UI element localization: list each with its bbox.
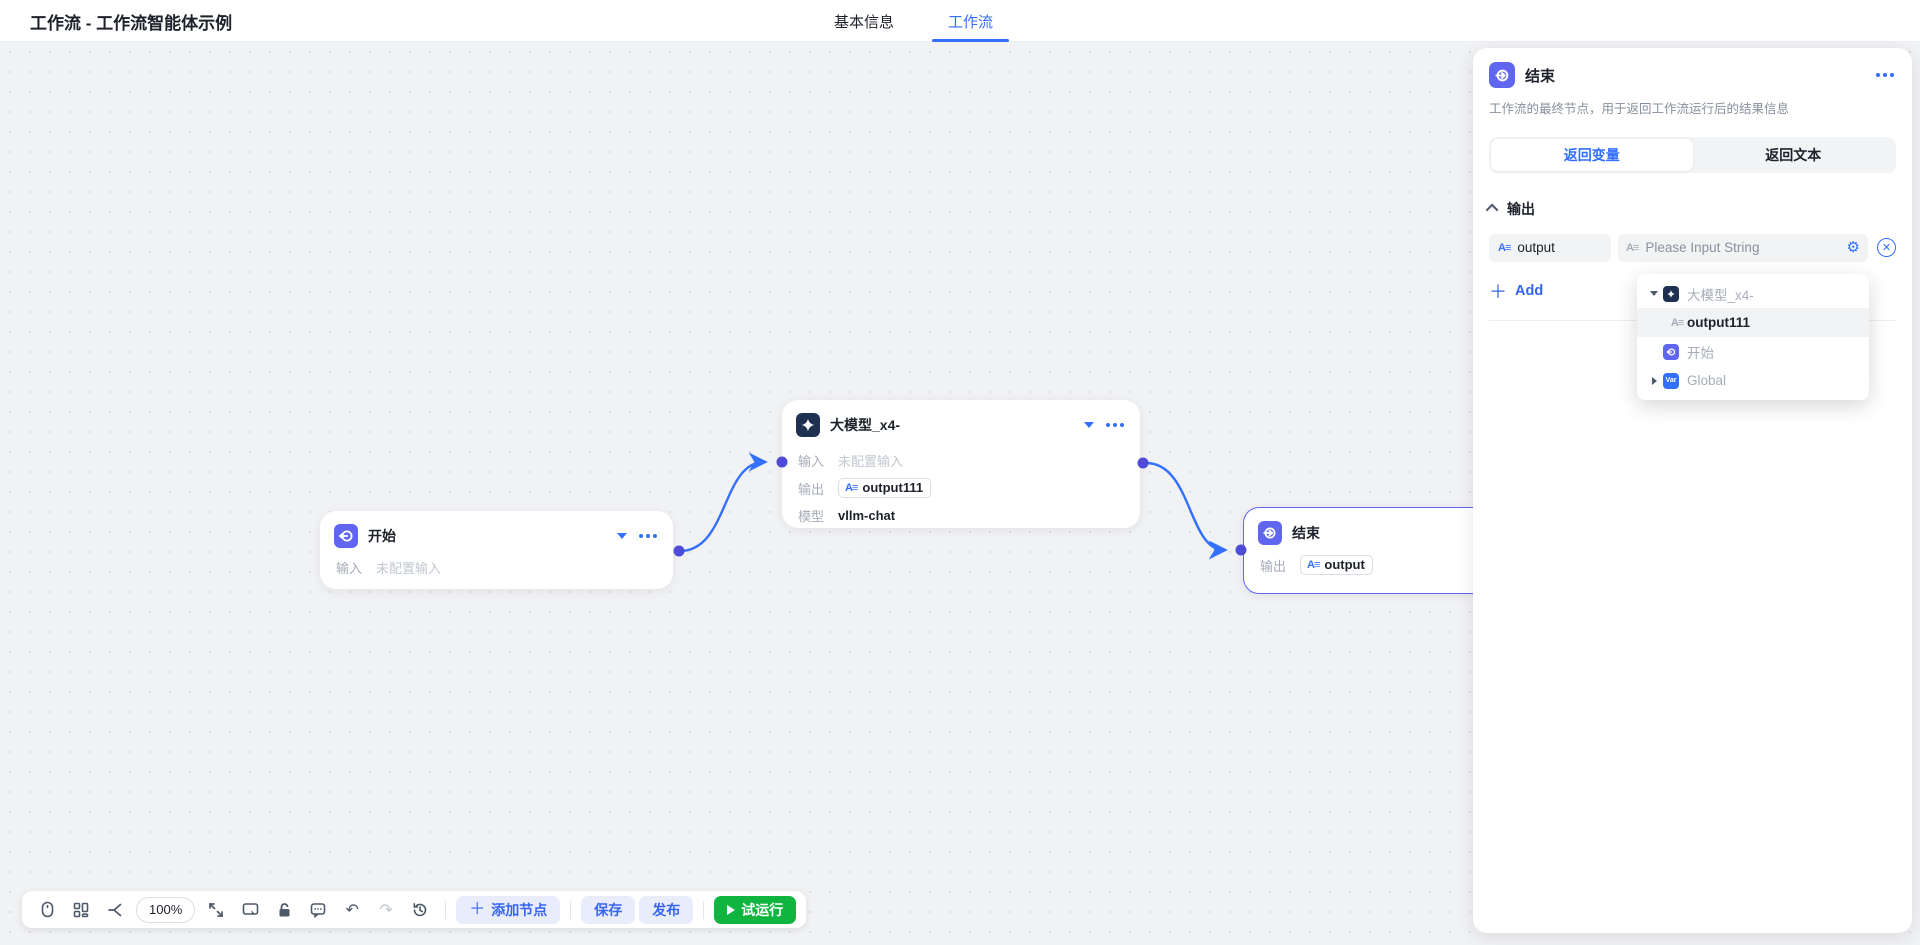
toolbar-divider — [703, 901, 704, 919]
history-icon[interactable] — [405, 896, 435, 924]
play-icon — [727, 905, 735, 915]
panel-more-menu-icon[interactable] — [1874, 69, 1896, 81]
tab-basic-info[interactable]: 基本信息 — [830, 0, 898, 42]
node-start[interactable]: 开始 输入 未配置输入 — [320, 511, 673, 589]
start-node-icon — [334, 524, 358, 548]
output-variable-tag[interactable]: A≡ output — [1300, 555, 1373, 575]
model-label: 模型 — [798, 506, 824, 525]
minimap-icon[interactable] — [235, 896, 265, 924]
output-label: 输出 — [1260, 556, 1286, 575]
output-variable-tag[interactable]: A≡ output111 — [838, 478, 931, 498]
output-variable-name: output — [1324, 557, 1364, 572]
end-node-icon — [1489, 62, 1515, 88]
remove-output-icon[interactable]: ✕ — [1877, 238, 1896, 257]
plus-icon: ＋ — [469, 902, 485, 918]
toolbar-divider — [570, 901, 571, 919]
comment-icon[interactable] — [303, 896, 333, 924]
output-name-value: output — [1517, 240, 1555, 255]
start-node-icon — [1663, 344, 1679, 360]
llm-node-icon — [1663, 286, 1679, 302]
add-node-button[interactable]: ＋ 添加节点 — [456, 896, 560, 924]
more-menu-icon[interactable] — [637, 530, 659, 542]
caret-right-icon[interactable] — [1652, 377, 1657, 385]
dropdown-item-llm-node[interactable]: 大模型_x4- — [1637, 279, 1869, 308]
panel-description: 工作流的最终节点，用于返回工作流运行后的结果信息 — [1489, 100, 1896, 119]
layout-icon[interactable] — [66, 896, 96, 924]
save-button[interactable]: 保存 — [581, 896, 635, 924]
end-node-icon — [1258, 521, 1282, 545]
dropdown-item-start-node[interactable]: 开始 — [1637, 337, 1869, 366]
zoom-level[interactable]: 100% — [136, 897, 195, 923]
caret-down-icon[interactable] — [1650, 291, 1658, 296]
string-type-icon: A≡ — [845, 482, 857, 494]
header-tabs: 基本信息 工作流 — [830, 0, 997, 42]
output-value-input[interactable] — [1645, 240, 1839, 255]
variable-picker-dropdown: 大模型_x4- A≡ output111 开始 Var Global — [1637, 274, 1869, 400]
publish-button[interactable]: 发布 — [639, 896, 693, 924]
panel-title: 结束 — [1525, 65, 1874, 86]
fit-view-icon[interactable] — [201, 896, 231, 924]
chevron-down-icon[interactable] — [617, 533, 627, 539]
node-title: 开始 — [368, 526, 611, 546]
chevron-down-icon[interactable] — [1084, 422, 1094, 428]
more-menu-icon[interactable] — [1104, 419, 1126, 431]
pointer-mode-icon[interactable] — [32, 896, 62, 924]
output-label: 输出 — [798, 479, 824, 498]
llm-node-icon — [796, 413, 820, 437]
add-output-button[interactable]: ＋ Add — [1489, 278, 1543, 304]
output-variable-name: output111 — [862, 480, 923, 495]
output-value-field[interactable]: A≡ ⚙ — [1618, 234, 1868, 262]
collapse-section-icon[interactable] — [1486, 204, 1499, 217]
input-value: 未配置输入 — [838, 451, 903, 470]
plus-icon: ＋ — [1489, 278, 1507, 304]
node-llm[interactable]: 大模型_x4- 输入 未配置输入 输出 A≡ output111 模型 vllm… — [782, 400, 1140, 528]
tab-workflow[interactable]: 工作流 — [944, 0, 997, 42]
node-config-panel: 结束 工作流的最终节点，用于返回工作流运行后的结果信息 返回变量 返回文本 输出… — [1473, 48, 1912, 933]
lock-icon[interactable] — [269, 896, 299, 924]
redo-icon[interactable]: ↷ — [371, 896, 401, 924]
string-type-icon: A≡ — [1498, 242, 1510, 254]
input-label: 输入 — [336, 558, 362, 577]
output-name-field[interactable]: A≡ output — [1489, 234, 1611, 262]
auto-layout-icon[interactable] — [100, 896, 130, 924]
test-run-button[interactable]: 试运行 — [714, 896, 796, 924]
page-title: 工作流 - 工作流智能体示例 — [30, 0, 232, 42]
dropdown-item-global[interactable]: Var Global — [1637, 366, 1869, 395]
return-mode-switch: 返回变量 返回文本 — [1489, 137, 1896, 173]
undo-icon[interactable]: ↶ — [337, 896, 367, 924]
dropdown-item-output111[interactable]: A≡ output111 — [1637, 308, 1869, 337]
output-section-title: 输出 — [1507, 199, 1535, 219]
string-type-icon: A≡ — [1671, 317, 1683, 329]
global-variable-icon: Var — [1663, 373, 1679, 389]
input-label: 输入 — [798, 451, 824, 470]
string-type-icon: A≡ — [1626, 242, 1638, 254]
input-value: 未配置输入 — [376, 558, 441, 577]
model-value: vllm-chat — [838, 508, 895, 523]
app-header: 工作流 - 工作流智能体示例 基本信息 工作流 — [0, 0, 1920, 42]
canvas-toolbar: 100% ↶ ↷ ＋ 添加节点 保存 发布 试运行 — [22, 891, 806, 928]
string-type-icon: A≡ — [1307, 559, 1319, 571]
toolbar-divider — [445, 901, 446, 919]
tab-return-variables[interactable]: 返回变量 — [1491, 139, 1693, 171]
node-title: 大模型_x4- — [830, 415, 1078, 435]
gear-icon[interactable]: ⚙ — [1847, 240, 1860, 255]
tab-return-text[interactable]: 返回文本 — [1693, 139, 1895, 171]
